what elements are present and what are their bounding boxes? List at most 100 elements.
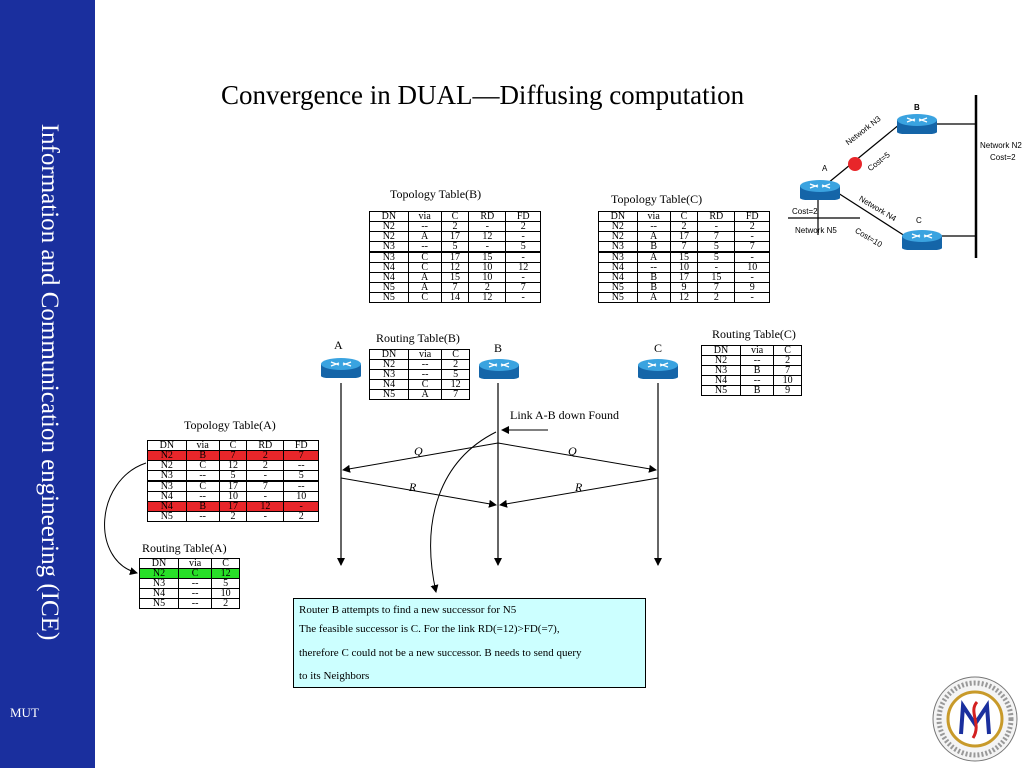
info-line-1: Router B attempts to find a new successo… [299,604,517,616]
table-cell: 5 [697,241,736,253]
column-header: RD [468,211,507,222]
table-cell: N3 [147,480,187,492]
table-cell: N4 [147,501,187,512]
table-cell: 12 [218,460,248,471]
info-line-4: to its Neighbors [299,670,370,682]
table-cell: A [407,231,442,242]
explanation-box: Router B attempts to find a new successo… [293,598,646,688]
table-cell: 17 [440,231,470,242]
table-row: N5--2-2 [147,511,319,522]
info-line-3: therefore C could not be a new successor… [299,646,582,659]
reply-arrow-c [499,477,659,508]
column-header: DN [701,345,741,356]
table-cell: 10 [211,588,240,599]
table-cell: N3 [139,578,179,589]
table-cell: - [697,262,736,273]
table-cell: 2 [734,221,770,232]
table-cell: C [185,480,220,492]
footer-label: MUT [10,705,39,720]
table-cell: 7 [440,282,470,293]
table-cell: N2 [369,231,409,242]
table-cell: 7 [218,450,248,461]
table-cell: 2 [283,511,319,522]
table-cell: N2 [147,460,187,471]
table-cell: - [505,251,541,263]
table-cell: B [636,282,671,293]
table-cell: N2 [147,450,187,461]
table-cell: N4 [598,272,638,283]
router-c-icon [638,359,678,379]
table-cell: - [734,231,770,242]
table-cell: C [407,262,442,273]
table-row: N4--10 [139,588,240,599]
column-header: via [636,211,671,222]
column-header: via [407,211,442,222]
table-cell: 10 [773,375,802,386]
query-label-a: Q [414,444,423,458]
table-cell: - [246,470,285,482]
network-label-a: A [822,164,828,173]
table-cell: B [739,365,775,376]
table-cell: N4 [369,379,409,390]
table-cell: N3 [598,251,638,263]
table-cell: 5 [505,241,541,253]
router-a-icon [321,358,361,378]
table-cell: -- [407,369,443,380]
column-header: C [211,558,240,569]
network-router-b-icon [897,114,937,134]
column-header: RD [697,211,736,222]
table-row: N2--2 [701,355,802,366]
table-cell: 15 [669,251,699,263]
table-cell: -- [177,588,213,599]
table-cell: -- [636,262,671,273]
router-a-label: A [334,338,343,352]
table-cell: -- [636,221,671,232]
table-cell: A [407,282,442,293]
table-row: N4--10 [701,375,802,386]
table-cell: - [734,251,770,263]
table-row: N3--5 [369,369,470,380]
table-cell: 2 [246,460,285,471]
table-cell: - [697,221,736,232]
table-cell: N4 [369,272,409,283]
table-cell: 12 [246,501,285,512]
university-logo-icon [932,676,1018,762]
sidebar: Information and Communication engineerin… [0,0,95,768]
query-arrow-c [497,442,657,473]
routing-b-caption: Routing Table(B) [376,331,460,345]
link-down-label: Link A-B down Found [510,408,620,422]
table-cell: - [505,292,541,303]
table-cell: 2 [468,282,507,293]
table-cell: 10 [669,262,699,273]
cost-n5-label: Cost=2 [792,207,818,216]
query-label-c: Q [568,444,577,458]
column-header: via [177,558,213,569]
curve-topo-to-routing [104,462,147,575]
table-cell: -- [185,491,220,502]
table-cell: 7 [697,231,736,242]
table-cell: 7 [669,241,699,253]
table-row: N4--10-10 [147,491,319,502]
column-header: FD [505,211,541,222]
table-cell: N4 [369,262,409,273]
topology-c-caption: Topology Table(C) [611,192,703,206]
table-cell: C [177,568,213,579]
table-cell: 9 [669,282,699,293]
table-cell: - [505,231,541,242]
table-cell: A [407,389,443,400]
table-cell: 10 [218,491,248,502]
column-header: FD [734,211,770,222]
table-cell: 12 [468,292,507,303]
network-label-c: C [916,216,922,225]
table-cell: N2 [369,359,409,370]
